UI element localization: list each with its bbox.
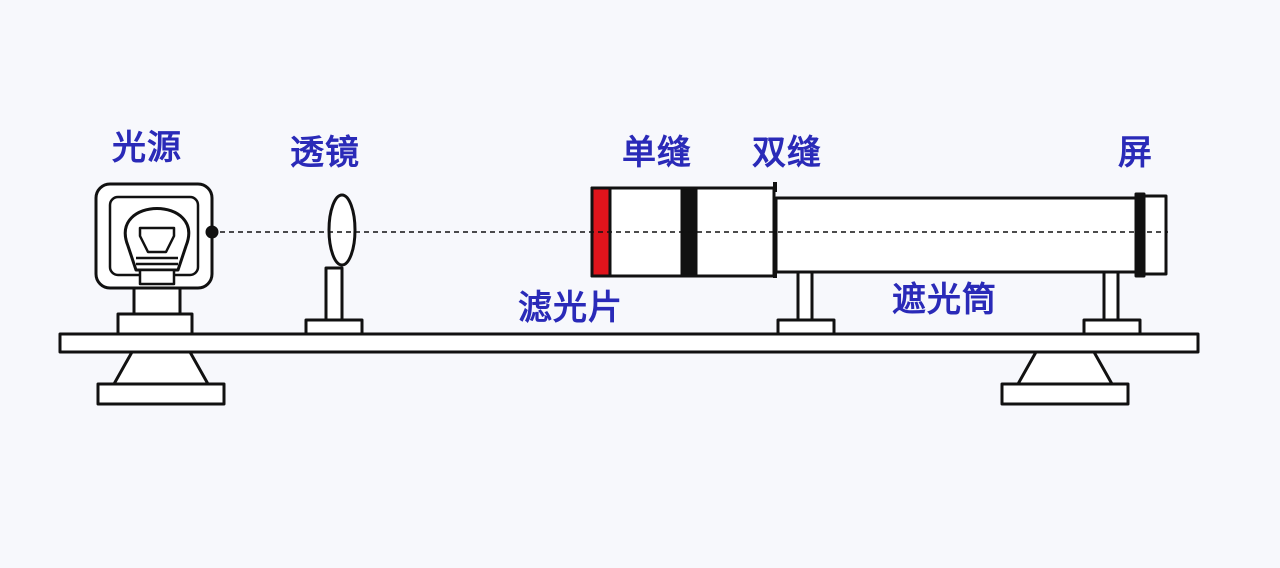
label-light-source: 光源 <box>112 128 182 168</box>
label-shade-tube: 遮光筒 <box>892 280 997 320</box>
screen-plate <box>1134 192 1146 278</box>
tube-support-right <box>1082 270 1142 336</box>
light-source <box>94 182 219 336</box>
label-double-slit: 双缝 <box>752 133 822 173</box>
lens <box>304 193 364 336</box>
label-screen: 屏 <box>1118 133 1153 173</box>
left-bench-stand <box>96 350 226 406</box>
light-bulb-icon <box>124 207 190 286</box>
label-filter: 滤光片 <box>518 288 623 328</box>
shade-tube <box>773 182 1168 278</box>
optical-bench <box>58 332 1200 354</box>
label-single-slit: 单缝 <box>622 133 692 173</box>
tube-support-left <box>776 270 836 336</box>
right-bench-stand <box>1000 350 1130 406</box>
label-lens: 透镜 <box>290 133 360 173</box>
